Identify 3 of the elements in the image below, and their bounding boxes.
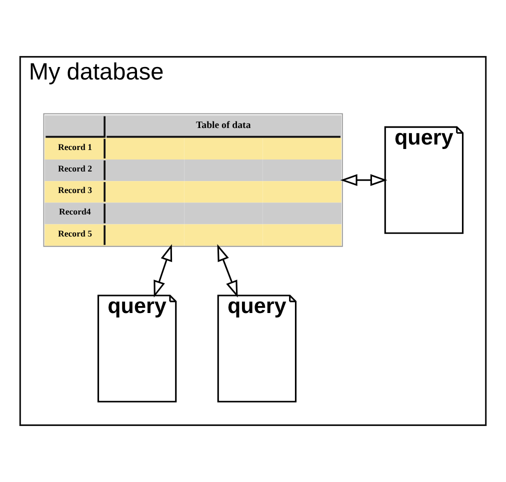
arrow: [340, 174, 388, 186]
arrow: [217, 244, 238, 298]
arrow: [154, 244, 172, 298]
